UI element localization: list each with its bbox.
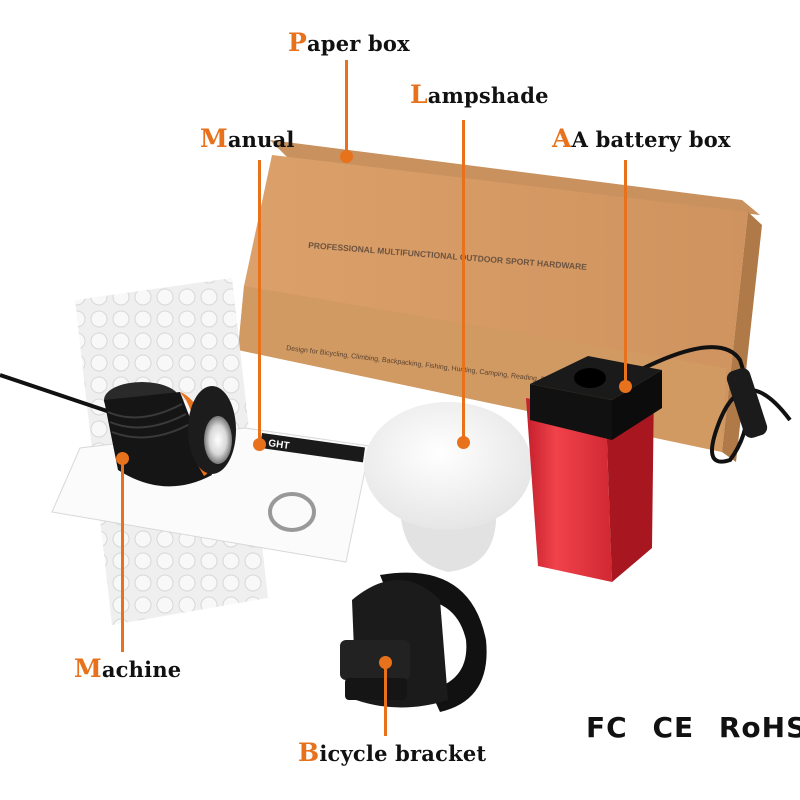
pointer-dot-battery-box (619, 380, 632, 393)
pointer-line-lampshade (462, 120, 465, 440)
pointer-dot-machine (116, 452, 129, 465)
lamp-cable (0, 373, 111, 414)
label-manual: Manual (200, 124, 295, 153)
label-paper-box-initial: P (288, 28, 307, 57)
rohs-mark: RoHS (718, 711, 800, 744)
paper-box-top (270, 140, 760, 215)
label-machine-text: achine (101, 657, 182, 682)
pointer-dot-paper-box (340, 150, 353, 163)
battery-connector (726, 368, 768, 438)
label-bracket-initial: B (298, 738, 320, 767)
manual-header-bar (259, 433, 365, 463)
label-machine-initial: M (74, 654, 102, 683)
label-lampshade-initial: L (410, 80, 428, 109)
label-lampshade-text: ampshade (427, 83, 549, 108)
label-battery-box-text: A battery box (571, 127, 731, 152)
pointer-dot-lampshade (457, 436, 470, 449)
label-battery-box: AA battery box (552, 124, 731, 153)
label-bracket-text: icycle bracket (319, 741, 487, 766)
paper-box: PROFESSIONAL MULTIFUNCTIONAL OUTDOOR SPO… (238, 140, 762, 462)
label-lampshade: Lampshade (410, 80, 549, 109)
pointer-dot-bracket (379, 656, 392, 669)
label-paper-box-text: aper box (307, 31, 410, 56)
bracket-strap (380, 572, 487, 712)
label-battery-box-initial: A (552, 124, 572, 153)
battery-box (526, 356, 662, 582)
ce-mark: CE (652, 711, 695, 744)
lamp-fin-1 (107, 403, 183, 419)
bracket-base (340, 640, 410, 680)
fcc-mark: FC (586, 711, 628, 744)
pointer-line-bracket (384, 666, 387, 736)
bracket-rail (345, 678, 407, 700)
certification-marks: FC CE RoHS (586, 711, 800, 744)
pointer-line-battery-box (624, 160, 627, 385)
lamp-fin-2 (109, 413, 187, 429)
label-bracket: Bicycle bracket (298, 738, 486, 767)
pointer-dot-manual (253, 438, 266, 451)
bicycle-bracket (340, 572, 487, 712)
lamp-lens (204, 416, 232, 464)
lampshade (364, 402, 532, 572)
battery-box-cap-band (530, 384, 612, 440)
manual-header-text: GHT (268, 438, 290, 452)
manual-illustration (268, 492, 316, 532)
label-machine: Machine (74, 654, 181, 683)
label-manual-initial: M (200, 124, 228, 153)
battery-box-side (526, 398, 612, 582)
lampshade-dome (364, 402, 532, 530)
label-manual-text: anual (227, 127, 295, 152)
label-paper-box: Paper box (288, 28, 410, 57)
lamp-machine (104, 382, 236, 487)
battery-box-button (574, 368, 606, 388)
pointer-line-machine (121, 462, 124, 652)
battery-box-cap-band-right (612, 370, 662, 440)
pointer-line-paper-box (345, 60, 348, 155)
pointer-line-manual (258, 160, 261, 442)
lamp-fin-3 (111, 423, 191, 439)
